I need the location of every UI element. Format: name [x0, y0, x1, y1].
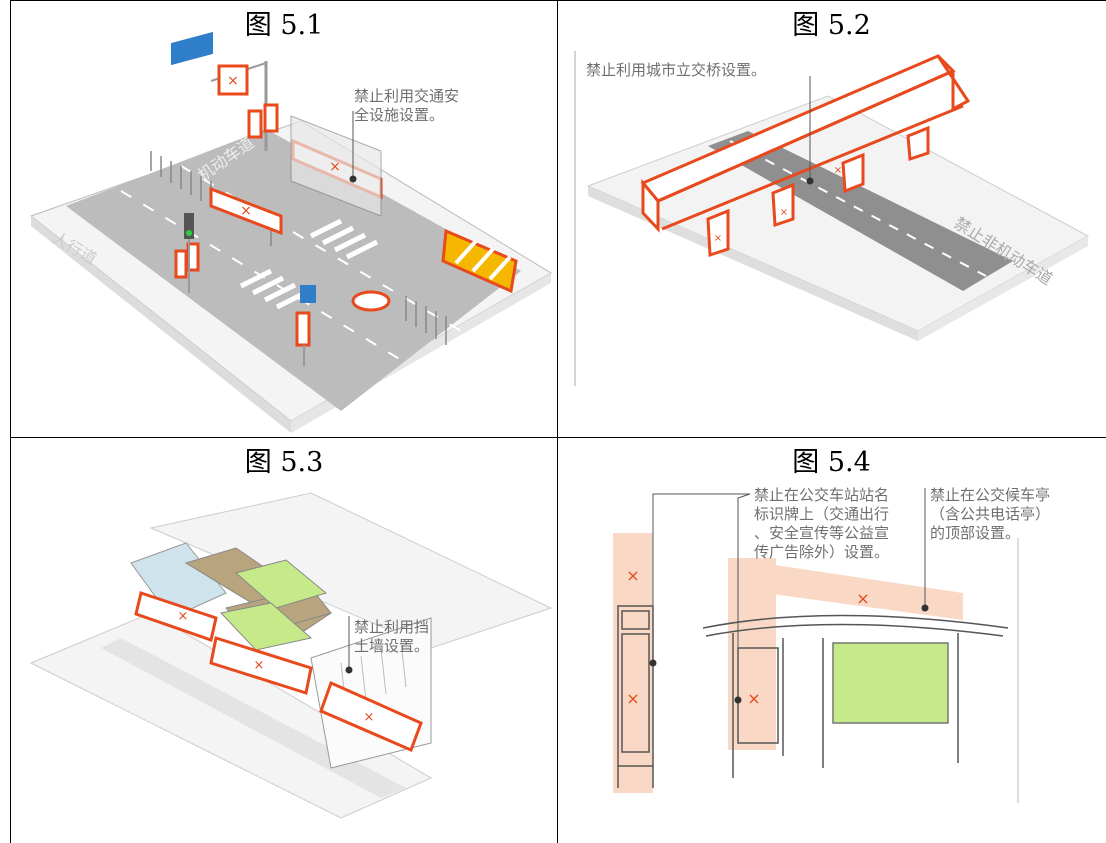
figure-caption: 图 5.4 — [792, 447, 871, 478]
cross-mark: × — [227, 73, 239, 89]
figure-caption: 图 5.1 — [244, 10, 324, 41]
cross-mark: × — [254, 658, 265, 673]
figure-5-1: 图 5.1 机动车道 — [11, 1, 557, 437]
cross-mark: × — [626, 689, 639, 708]
traffic-facilities-illustration: 机动车道 人行道 — [29, 31, 552, 433]
cross-mark: × — [329, 159, 341, 175]
table-border-left — [10, 0, 11, 843]
figure-note-right: 禁止在公交候车亭 （含公共电话亭） 的顶部设置。 — [930, 486, 1051, 542]
cross-mark: × — [834, 165, 842, 176]
cross-mark: × — [626, 566, 639, 585]
cross-mark: × — [780, 207, 788, 218]
figure-caption: 图 5.3 — [244, 447, 324, 478]
figure-caption: 图 5.2 — [792, 10, 871, 41]
figure-note: 禁止利用交通安 全设施设置。 — [354, 87, 460, 124]
figure-note: 禁止利用挡 土墙设置。 — [354, 618, 430, 655]
table-border-middle — [557, 0, 558, 843]
green-ad-panel — [832, 642, 949, 724]
cross-mark: × — [714, 233, 722, 244]
figure-5-4: 图 5.4 — [558, 438, 1105, 843]
cross-mark: × — [178, 609, 189, 624]
bus-stop-illustration: × × × × — [613, 488, 1019, 803]
table-border-top — [10, 0, 1106, 1]
figure-5-2: 图 5.2 禁止非机动车道 — [558, 1, 1105, 437]
retaining-wall-illustration: × × × — [29, 492, 553, 819]
cross-mark: × — [364, 710, 375, 725]
cross-mark: × — [856, 589, 869, 608]
cross-mark: × — [240, 203, 252, 219]
blue-road-sign — [171, 31, 213, 66]
figure-note-left: 禁止在公交车站站名 标识牌上（交通出行 、安全宣传等公益宣 传广告除外）设置。 — [754, 486, 890, 561]
cross-mark: × — [747, 689, 760, 708]
figure-note: 禁止利用城市立交桥设置。 — [586, 61, 767, 79]
figure-5-3: 图 5.3 × — [11, 438, 557, 843]
table-border-row — [10, 437, 1106, 438]
overpass-illustration: 禁止非机动车道 × × × — [574, 51, 1090, 386]
figure-table: 图 5.1 机动车道 — [10, 0, 1106, 843]
